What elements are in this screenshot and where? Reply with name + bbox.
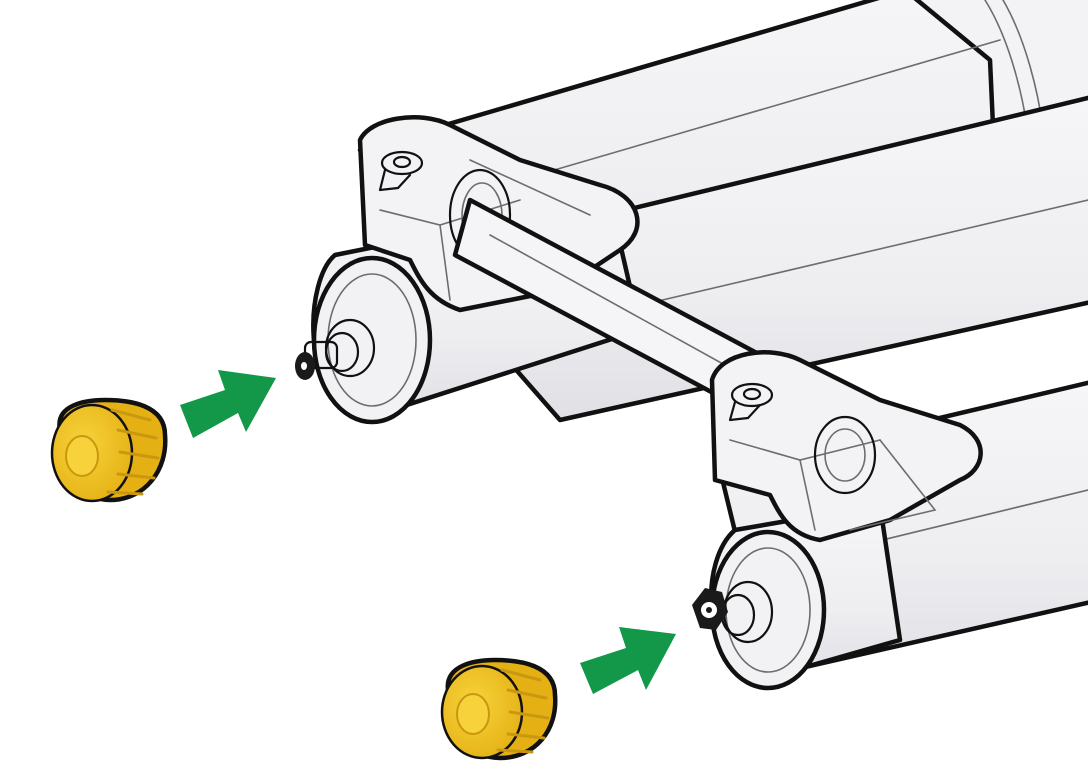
- left-right-arrow-icon: [180, 370, 276, 438]
- right-valve-stem: [692, 580, 774, 644]
- right-right-arrow-icon: [580, 627, 676, 694]
- right-lower-leg: [692, 502, 903, 691]
- right-clamp-bolt: [728, 382, 774, 422]
- right-crown-clamp: [709, 350, 983, 543]
- left-clamp-bolt: [378, 150, 424, 192]
- left-valve-stem: [295, 318, 376, 380]
- left-valve-cap-icon: [50, 397, 168, 503]
- right-valve-cap-icon: [440, 657, 558, 761]
